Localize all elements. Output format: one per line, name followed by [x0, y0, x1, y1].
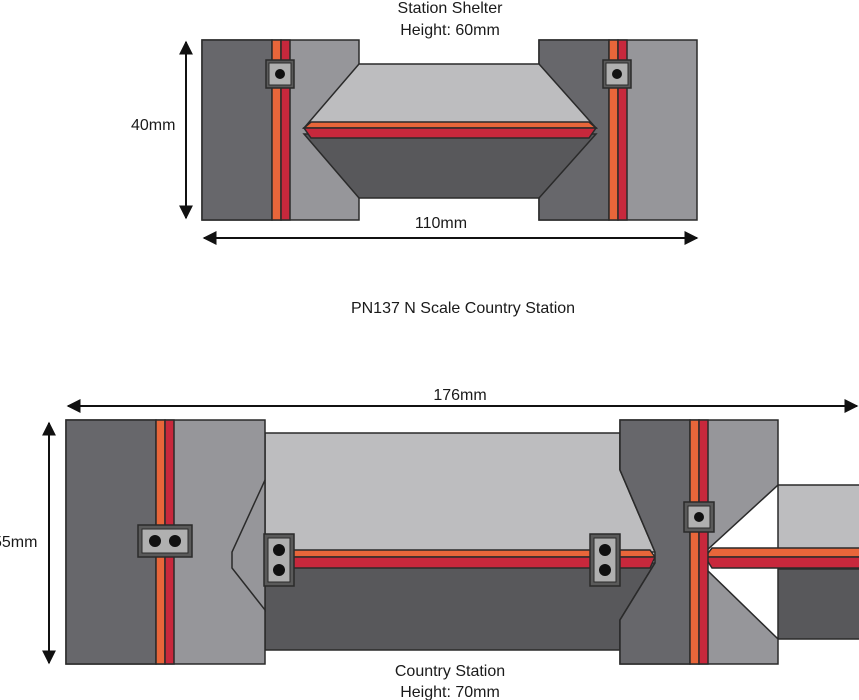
- station-right-wing-roof-bottom: [777, 568, 859, 640]
- station-wing-ridge-red: [703, 556, 859, 569]
- shelter-left-stripe-red: [280, 39, 291, 221]
- station-wing-ridge-orange: [703, 547, 859, 558]
- fixing-hole-icon: [273, 564, 285, 576]
- shelter-width-label: 110mm: [415, 215, 467, 232]
- shelter-left-wall-shade: [201, 39, 273, 221]
- station-title: Country Station: [395, 663, 505, 680]
- shelter-right-stripe-red: [617, 39, 628, 221]
- fixing-hole-icon: [599, 564, 611, 576]
- station-right-wing-roof-top: [777, 484, 859, 552]
- station-right-stripe-red: [698, 419, 709, 665]
- shelter-depth-label: 40mm: [131, 117, 175, 134]
- station-right-stripe-orange: [689, 419, 700, 665]
- station-shelter-drawing: [201, 39, 698, 221]
- shelter-height-label: Height: 60mm: [400, 22, 500, 39]
- product-title: PN137 N Scale Country Station: [351, 300, 575, 317]
- station-height-label: Height: 70mm: [400, 684, 500, 700]
- fixing-hole-icon: [169, 535, 181, 547]
- fixing-hole-icon: [273, 544, 285, 556]
- fixing-hole-icon: [612, 69, 622, 79]
- station-width-label: 176mm: [433, 387, 486, 404]
- shelter-title: Station Shelter: [398, 0, 504, 17]
- country-station-drawing: [65, 419, 859, 665]
- fixing-hole-icon: [694, 512, 704, 522]
- fixing-hole-icon: [149, 535, 161, 547]
- shelter-ridge-orange: [301, 121, 599, 129]
- station-depth-label: 55mm: [0, 534, 37, 551]
- shelter-ridge-red: [302, 127, 598, 139]
- fixing-hole-icon: [599, 544, 611, 556]
- fixing-hole-icon: [275, 69, 285, 79]
